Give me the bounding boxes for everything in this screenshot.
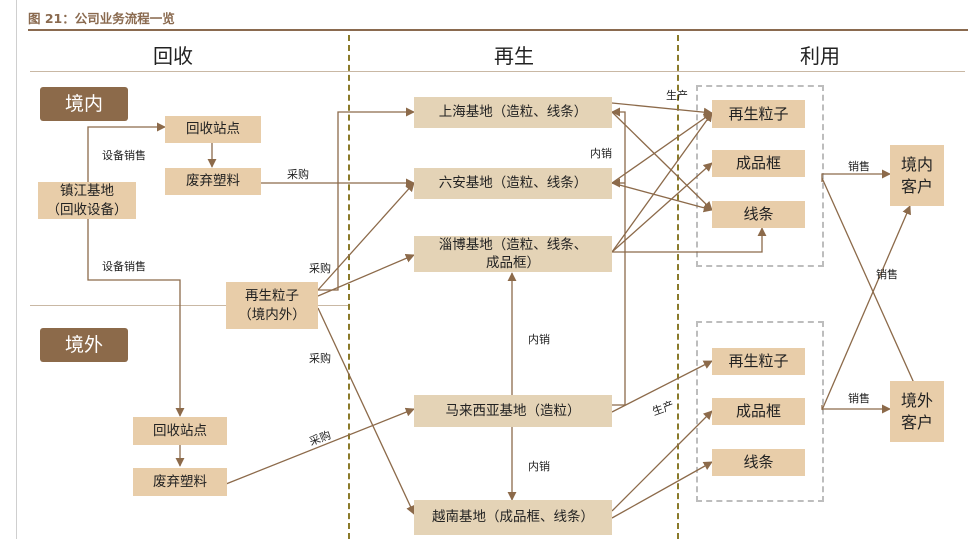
node-recycle-station-overseas: 回收站点 [133,417,227,445]
label-equipment-sales-1: 设备销售 [102,149,146,162]
region-tag-domestic: 境内 [40,87,128,121]
node-customer-overseas-label: 境外 客户 [900,390,933,432]
column-divider-1 [348,35,350,539]
arrow-zhenjiang-station [87,122,166,182]
node-zhenjiang-base: 镇江基地 （回收设备） [38,182,136,219]
label-sales-1: 销售 [848,160,870,173]
node-product-pellets-domestic: 再生粒子 [712,100,805,128]
label-inner-sales-3: 内销 [528,460,550,473]
node-malaysia-base: 马来西亚基地（造粒） [414,395,612,427]
label-equipment-sales-2: 设备销售 [102,260,146,273]
node-zibo-base: 淄博基地（造粒、线条、 成品框） [414,236,612,272]
node-vietnam-base: 越南基地（成品框、线条） [414,500,612,535]
node-customer-overseas: 境外 客户 [890,381,944,442]
arrow-zhenjiang-overseas-station [87,219,185,417]
node-pellets-source-label: 再生粒子 （境内外） [238,288,306,323]
node-customer-domestic-label: 境内 客户 [900,154,933,196]
node-luan-base: 六安基地（造粒、线条） [414,168,612,199]
label-inner-sales-2: 内销 [528,333,550,346]
node-customer-domestic: 境内 客户 [890,145,944,206]
node-product-frame-domestic: 成品框 [712,150,805,177]
page-left-border [16,0,17,539]
overseas-products-group [696,321,824,502]
label-inner-sales-1: 内销 [590,147,612,160]
column-header-use: 利用 [800,44,840,68]
column-header-regenerate: 再生 [494,44,534,68]
figure-title: 图 21：公司业务流程一览 [28,11,175,26]
node-regenerated-pellets-source: 再生粒子 （境内外） [226,282,318,329]
node-zhenjiang-label: 镇江基地 （回收设备） [46,183,128,218]
column-header-recycle: 回收 [153,44,193,68]
label-purchase-1: 采购 [287,168,309,181]
label-sales-3: 销售 [848,392,870,405]
node-shanghai-base: 上海基地（造粒、线条） [414,97,612,128]
title-rule [28,29,968,31]
label-produce-1: 生产 [666,89,688,102]
node-product-frame-overseas: 成品框 [712,398,805,425]
node-waste-plastic-domestic: 废弃塑料 [165,168,261,195]
header-rule [30,71,965,72]
node-waste-plastic-overseas: 废弃塑料 [133,468,227,496]
region-tag-overseas: 境外 [40,328,128,362]
label-purchase-2: 采购 [309,262,331,275]
node-zibo-label: 淄博基地（造粒、线条、 成品框） [438,236,588,271]
node-product-pellets-overseas: 再生粒子 [712,348,805,375]
node-product-line-domestic: 线条 [712,201,805,228]
node-product-line-overseas: 线条 [712,449,805,476]
region-divider [30,305,350,306]
column-divider-2 [677,35,679,539]
node-recycle-station-domestic: 回收站点 [165,116,261,143]
label-sales-2: 销售 [876,268,898,281]
label-purchase-3: 采购 [309,352,331,365]
